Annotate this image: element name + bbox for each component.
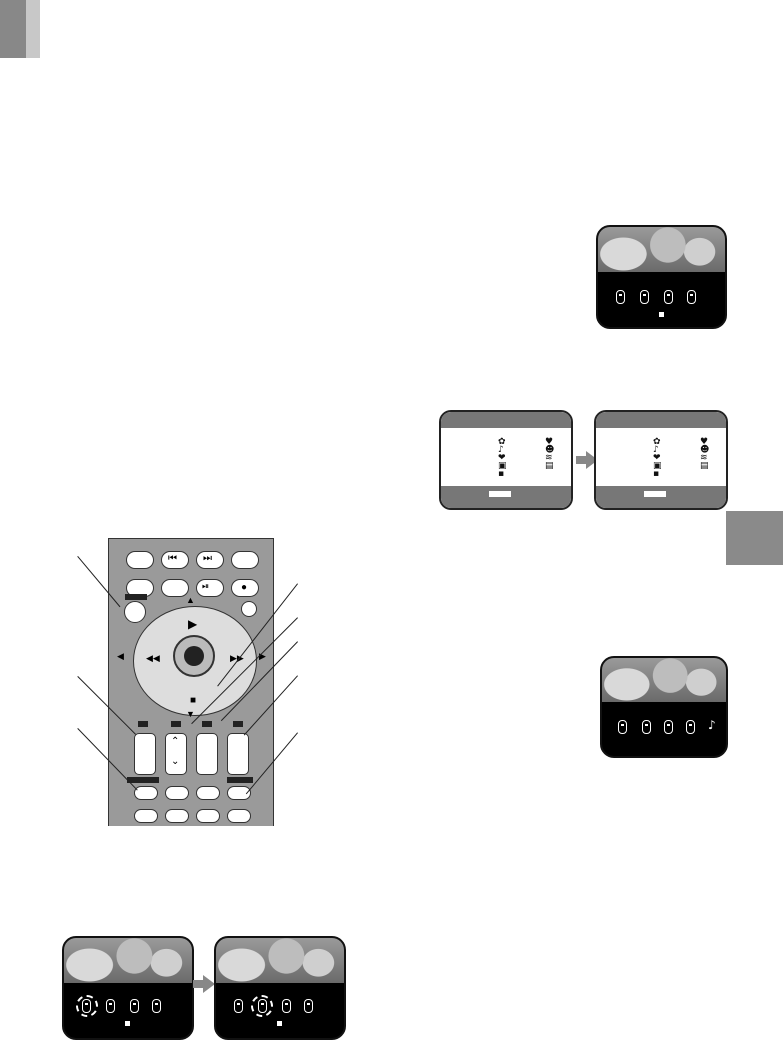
- digit-cell: [686, 720, 695, 735]
- digit-cell: [130, 999, 139, 1013]
- tv-screen-top: [596, 225, 727, 329]
- channel-rocker-button[interactable]: ⌃⌄: [165, 733, 187, 775]
- background-image: [64, 938, 192, 983]
- digit-cell: [106, 999, 115, 1013]
- menu-screen-left: ✿♪❤▣▪ ♥☻≋▤: [439, 410, 573, 510]
- remote-button[interactable]: [126, 551, 154, 569]
- selection-bar: [644, 491, 666, 497]
- icon-column-right: ♥☻≋▤: [700, 437, 710, 471]
- right-icon: ▶: [259, 651, 266, 661]
- chapter-side-tab: [726, 511, 783, 565]
- music-note-icon: ♪: [708, 718, 716, 733]
- digit-cell: [687, 290, 696, 304]
- remote-button[interactable]: [161, 579, 189, 597]
- icon-column-left: ✿♪❤▣▪: [498, 437, 507, 479]
- remote-button[interactable]: [165, 809, 189, 823]
- remote-button[interactable]: [196, 786, 220, 800]
- position-marker: [277, 1021, 282, 1026]
- menu-title-bar: [596, 412, 726, 428]
- background-image: [602, 658, 726, 703]
- up-icon: ▲: [186, 595, 195, 605]
- digit-cell: [642, 720, 651, 735]
- blinking-cursor-icon: [76, 995, 98, 1017]
- rewind-small-button[interactable]: [241, 601, 257, 617]
- pause-step-button[interactable]: ⏯: [196, 579, 224, 597]
- label-bar: [138, 721, 148, 727]
- tv-screen-bottom-left: [62, 936, 194, 1040]
- rewind-icon: ◀◀: [146, 653, 160, 663]
- digit-cell: [616, 290, 625, 304]
- next-track-button[interactable]: ⏭: [196, 551, 224, 569]
- selection-bar: [489, 491, 511, 497]
- button-label-bar: [125, 594, 147, 600]
- background-image: [216, 938, 344, 983]
- menu-footer: [441, 486, 571, 508]
- remote-button[interactable]: [227, 809, 251, 823]
- record-button[interactable]: ●: [231, 579, 259, 597]
- right-arrow-icon: [193, 975, 215, 993]
- down-icon: ▼: [186, 709, 195, 719]
- left-icon: ◀: [117, 651, 124, 661]
- round-button[interactable]: [124, 601, 146, 623]
- position-marker: [125, 1021, 130, 1026]
- chevron-down-icon: ⌄: [171, 756, 180, 767]
- icon-column-left: ✿♪❤▣▪: [653, 437, 662, 479]
- button-label-bar: [127, 777, 159, 783]
- digit-cell: [664, 720, 673, 735]
- icon-column-right: ♥☻≋▤: [545, 437, 555, 471]
- blinking-cursor-icon: [251, 995, 273, 1017]
- record-icon: ●: [241, 582, 248, 593]
- page-corner-tab: [0, 0, 40, 58]
- label-bar: [202, 721, 212, 727]
- label-bar: [233, 721, 243, 727]
- remote-button[interactable]: [134, 786, 158, 800]
- remote-button[interactable]: [165, 786, 189, 800]
- remote-control: ⏮ ⏭ ⏯ ● ▶ ◀◀ ▶▶ ■ ▲ ◀ ▶ ▼ ⌃⌄: [108, 538, 274, 826]
- digit-cell: [640, 290, 649, 304]
- osd-panel: [216, 983, 344, 1038]
- stop-icon: ■: [190, 695, 197, 706]
- menu-screen-right: ✿♪❤▣▪ ♥☻≋▤: [594, 410, 728, 510]
- digit-cell: [152, 999, 161, 1013]
- digit-cell: [282, 999, 291, 1013]
- digit-cell: [258, 999, 267, 1013]
- tall-button[interactable]: [227, 733, 249, 775]
- digit-cell: [664, 290, 673, 304]
- digit-cell: [234, 999, 243, 1013]
- tv-screen-bottom-right: [214, 936, 346, 1040]
- digit-cell: [304, 999, 313, 1013]
- menu-footer: [596, 486, 726, 508]
- digit-cell: [618, 720, 627, 735]
- osd-panel: ♪: [602, 702, 726, 756]
- next-track-icon: ⏭: [203, 553, 212, 564]
- remote-button[interactable]: [227, 786, 251, 800]
- background-image: [598, 227, 725, 272]
- label-bar: [171, 721, 181, 727]
- position-marker: [659, 312, 664, 317]
- remote-button[interactable]: [196, 809, 220, 823]
- center-select-button[interactable]: [173, 635, 215, 677]
- digit-cell: [82, 999, 91, 1013]
- prev-track-icon: ⏮: [168, 553, 177, 564]
- tall-button[interactable]: [134, 733, 156, 775]
- button-label-bar: [227, 777, 253, 783]
- osd-panel: [598, 272, 725, 327]
- tall-button[interactable]: [196, 733, 218, 775]
- prev-track-button[interactable]: ⏮: [161, 551, 189, 569]
- menu-title-bar: [441, 412, 571, 428]
- play-icon: ▶: [188, 617, 198, 631]
- remote-button[interactable]: [134, 809, 158, 823]
- pause-step-icon: ⏯: [202, 581, 210, 591]
- chevron-up-icon: ⌃: [171, 736, 180, 747]
- remote-button[interactable]: [231, 551, 259, 569]
- tv-screen-middle: ♪: [600, 656, 728, 758]
- osd-panel: [64, 983, 192, 1038]
